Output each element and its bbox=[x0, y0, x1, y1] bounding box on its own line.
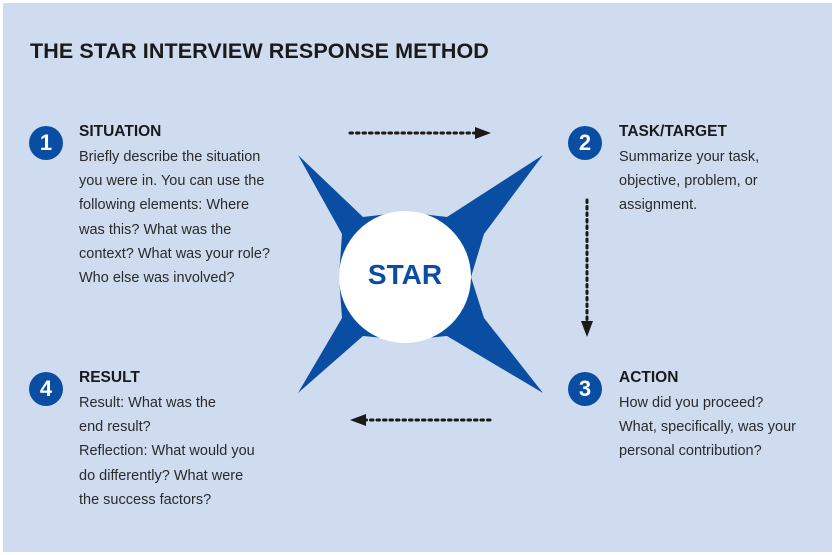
arrow-action-to-result bbox=[350, 414, 492, 426]
step-body-line: Briefly describe the situation bbox=[79, 149, 261, 165]
step-body-line: end result? bbox=[79, 419, 151, 436]
step-body-task: Summarize your task, objective, problem,… bbox=[619, 145, 759, 218]
step-body-line: you were in. You can use the bbox=[79, 173, 265, 190]
step-body-line: objective, problem, or bbox=[619, 173, 758, 190]
star-center-label: STAR bbox=[367, 259, 443, 290]
step-body-line: personal contribution? bbox=[619, 443, 762, 460]
step-number-badge-1: 1 bbox=[29, 126, 63, 160]
step-number-badge-4: 4 bbox=[29, 372, 63, 406]
step-body-situation: Briefly describe the situation you were … bbox=[79, 145, 270, 290]
step-body-action: How did you proceed? What, specifically,… bbox=[619, 391, 796, 464]
step-number-badge-2: 2 bbox=[568, 126, 602, 160]
step-body-line: Summarize your task, bbox=[619, 149, 760, 165]
step-heading-situation: SITUATION bbox=[79, 123, 162, 140]
step-body-line: following elements: Where bbox=[79, 197, 250, 214]
step-body-line: was this? What was the bbox=[79, 221, 232, 238]
step-heading-task: TASK/TARGET bbox=[619, 123, 727, 140]
page-title: THE STAR INTERVIEW RESPONSE METHOD bbox=[30, 39, 489, 63]
step-body-line: How did you proceed? bbox=[619, 395, 764, 411]
step-number-badge-3: 3 bbox=[568, 372, 602, 406]
step-body-line: assignment. bbox=[619, 197, 698, 214]
step-body-result: Result: What was the end result? Reflect… bbox=[79, 391, 255, 512]
step-body-line: do differently? What were bbox=[79, 467, 244, 484]
arrow-situation-to-task bbox=[348, 127, 491, 139]
star-center-circle bbox=[339, 211, 471, 343]
step-body-line: What, specifically, was your bbox=[619, 419, 797, 436]
step-body-line: context? What was your role? bbox=[79, 245, 271, 262]
step-heading-action: ACTION bbox=[619, 369, 679, 386]
step-body-line: Who else was involved? bbox=[79, 270, 235, 287]
step-body-line: Result: What was the bbox=[79, 395, 216, 411]
step-body-line: Reflection: What would you bbox=[79, 443, 255, 460]
step-body-line: the success factors? bbox=[79, 491, 212, 508]
step-heading-result: RESULT bbox=[79, 369, 140, 386]
arrow-task-to-action bbox=[581, 198, 593, 337]
